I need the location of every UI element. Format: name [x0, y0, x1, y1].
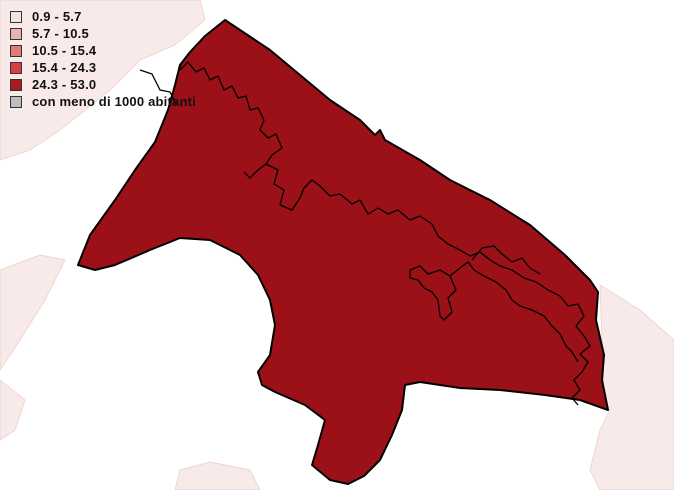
legend-label: 15.4 - 24.3	[32, 60, 97, 75]
legend-label: 10.5 - 15.4	[32, 43, 97, 58]
legend-label: 0.9 - 5.7	[32, 9, 82, 24]
legend-label: con meno di 1000 abitanti	[32, 94, 196, 109]
legend-swatch	[10, 61, 22, 74]
legend-swatch	[10, 95, 22, 108]
legend: 0.9 - 5.7 5.7 - 10.5 10.5 - 15.4 15.4 - …	[10, 8, 196, 110]
legend-item: 5.7 - 10.5	[10, 25, 196, 42]
legend-item: 24.3 - 53.0	[10, 76, 196, 93]
legend-item: con meno di 1000 abitanti	[10, 93, 196, 110]
region-boundary[interactable]	[77, 19, 609, 485]
legend-label: 24.3 - 53.0	[32, 77, 97, 92]
legend-item: 15.4 - 24.3	[10, 59, 196, 76]
internal-borders	[139, 61, 591, 406]
legend-item: 10.5 - 15.4	[10, 42, 196, 59]
legend-swatch	[10, 78, 22, 91]
legend-label: 5.7 - 10.5	[32, 26, 89, 41]
legend-swatch	[10, 10, 22, 23]
legend-swatch	[10, 44, 22, 57]
legend-item: 0.9 - 5.7	[10, 8, 196, 25]
legend-swatch	[10, 27, 22, 40]
